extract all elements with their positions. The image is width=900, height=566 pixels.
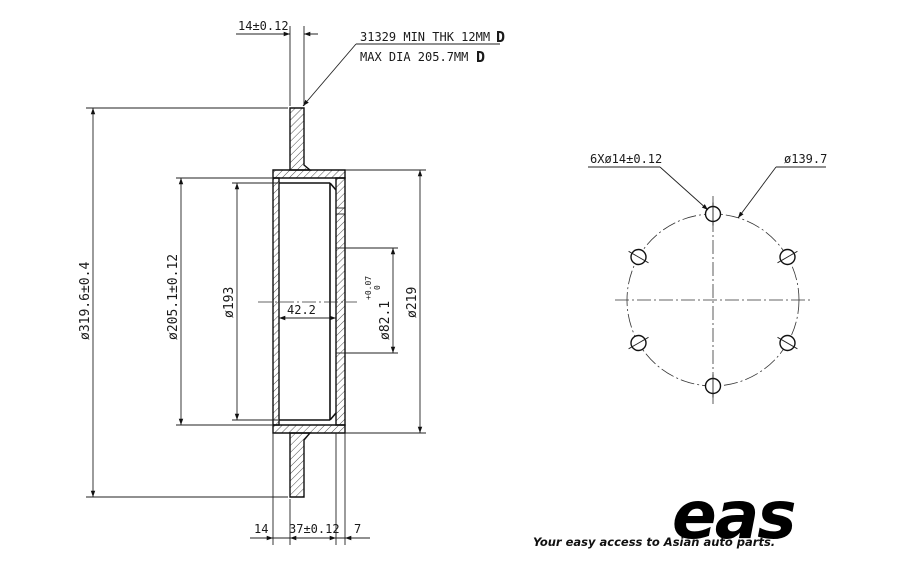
drum-diameter-dimension: ø205.1±0.12: [166, 177, 272, 426]
eas-logo: eas Your easy access to Asian auto parts…: [533, 477, 797, 554]
bolt-hole-centermark: [777, 336, 798, 350]
drum-diameter-label: ø205.1±0.12: [166, 254, 181, 340]
inner-diameter-dimension: ø193: [222, 182, 278, 421]
outer-diameter-dimension: ø319.6±0.4: [78, 107, 288, 498]
outer-diameter-label: ø319.6±0.4: [78, 262, 93, 340]
bottom-dim-right-label: 7: [354, 522, 361, 536]
pcd-label: ø139.7: [784, 152, 827, 166]
holes-label: 6Xø14±0.12: [590, 152, 662, 166]
min-thickness-note: 31329 MIN THK 12MM MAX DIA 205.7MM D D: [302, 28, 505, 107]
hole-callout: 6Xø14±0.12: [588, 152, 709, 211]
hat-diameter-dimension: ø219: [345, 169, 426, 434]
bottom-dim-left-label: 14: [254, 522, 268, 536]
depth-label: 42.2: [287, 303, 316, 317]
thickness-top-label: 14±0.12: [238, 19, 289, 33]
bolt-hole-centermark: [777, 250, 798, 264]
rotor-section-hatch: [272, 107, 346, 498]
bore-diameter-label: ø82.1: [378, 301, 393, 340]
hat-diameter-label: ø219: [405, 287, 420, 318]
bolt-pattern-view: 6Xø14±0.12 ø139.7: [588, 152, 827, 404]
bottom-dim-mid-label: 37±0.12: [289, 522, 340, 536]
note-mark-2: D: [476, 48, 485, 66]
thickness-dimension-top: 14±0.12: [236, 19, 318, 106]
bolt-hole-centermark: [628, 250, 649, 264]
bolt-holes: [628, 202, 798, 398]
bore-diameter-dimension: ø82.1 +0.07 0: [345, 247, 398, 354]
pcd-callout: ø139.7: [737, 152, 827, 219]
brand-logo: eas: [672, 477, 795, 554]
bolt-hole-centermark: [628, 336, 649, 350]
bottom-dimensions: 14 37±0.12 7: [250, 433, 370, 545]
note-line-1: 31329 MIN THK 12MM: [360, 30, 490, 44]
side-section-view: 14±0.12 31329 MIN THK 12MM MAX DIA 205.7…: [78, 19, 505, 545]
note-line-2: MAX DIA 205.7MM: [360, 50, 468, 64]
rotor-inner-outline: [279, 182, 345, 421]
inner-diameter-label: ø193: [222, 287, 237, 318]
brand-tagline: Your easy access to Asian auto parts.: [533, 535, 775, 549]
depth-dimension: 42.2: [279, 303, 336, 321]
bore-tolerance-upper: +0.07: [364, 276, 373, 300]
bore-tolerance-lower: 0: [373, 285, 382, 290]
note-mark-1: D: [496, 28, 505, 46]
